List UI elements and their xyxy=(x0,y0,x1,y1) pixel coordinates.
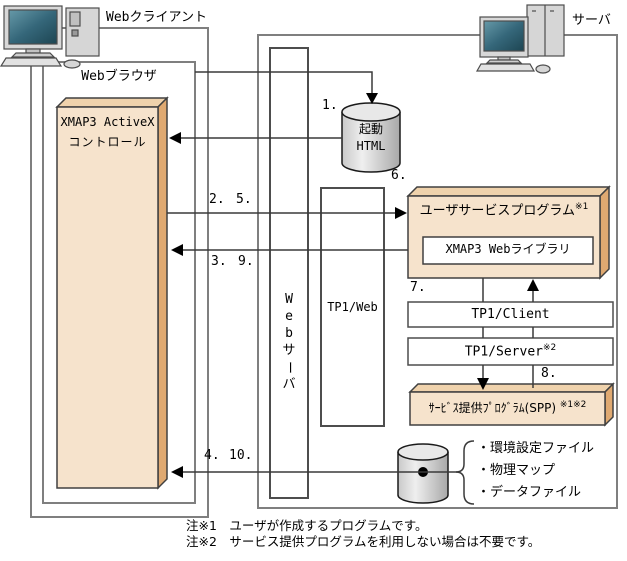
file-list-brace xyxy=(455,440,475,505)
arrowhead-down-spp xyxy=(477,378,489,390)
user-service-program-box xyxy=(406,185,611,280)
client-computer-icon xyxy=(0,5,100,69)
webserver-box xyxy=(269,47,309,499)
arrowhead-up-usp xyxy=(527,279,539,291)
step-8: 8. xyxy=(541,366,557,381)
file-list-item: ・物理マップ xyxy=(477,463,556,478)
step-7: 7. xyxy=(410,280,426,295)
tp1web-box xyxy=(320,187,385,427)
tp1server-label: TP1/Server※2 xyxy=(408,344,613,360)
footnote-1: 注※1 ユーザが作成するプログラムです。 xyxy=(186,518,428,533)
step-10: 10. xyxy=(229,448,253,463)
webserver-char: W xyxy=(285,292,293,307)
startup-html-label: 起動 HTML xyxy=(342,122,400,154)
file-list-item: ・環境設定ファイル xyxy=(477,441,595,456)
tp1server-label-text: TP1/Server xyxy=(464,344,543,360)
step-5: 5. xyxy=(236,192,252,207)
file-list: ・環境設定ファイル ・物理マップ ・データファイル xyxy=(477,438,594,504)
webserver-char: ー xyxy=(281,360,297,374)
webserver-char: サ xyxy=(282,343,296,358)
spp-label-text: ｻｰﾋﾞｽ提供ﾌﾟﾛｸﾞﾗﾑ(SPP) xyxy=(428,401,557,415)
footnote-2: 注※2 サービス提供プログラムを利用しない場合は不要です。 xyxy=(186,534,541,549)
tp1client-box xyxy=(407,301,614,328)
step-9: 9. xyxy=(238,254,254,269)
arrowhead-left-activex-1 xyxy=(169,132,181,144)
startup-html-line2: HTML xyxy=(356,138,386,153)
usp-note-ref: ※1 xyxy=(575,202,589,212)
arrowhead-down-startup-html xyxy=(366,93,378,104)
tp1server-note-ref: ※2 xyxy=(543,343,557,353)
tp1web-label: TP1/Web xyxy=(327,300,378,314)
client-title: Webクライアント xyxy=(106,10,207,25)
xmap3-web-library-box xyxy=(422,236,594,265)
activex-label: XMAP3 ActiveX コントロール xyxy=(57,115,158,150)
library-label: XMAP3 Webライブラリ xyxy=(445,242,571,256)
line-browser-to-startup-html xyxy=(195,71,373,95)
server-computer-icon xyxy=(475,4,565,74)
usp-label: ユーザサービスプログラム※1 xyxy=(408,203,600,219)
spp-note-ref: ※1※2 xyxy=(559,400,587,410)
spp-box xyxy=(408,382,615,427)
webserver-vertical-label: W e b サ ー バ xyxy=(270,291,308,393)
startup-html-cylinder xyxy=(341,102,401,173)
step-3: 3. xyxy=(211,254,227,269)
arrowhead-left-activex-4 xyxy=(171,466,183,478)
webserver-char: e xyxy=(285,309,293,324)
activex-label-line1: XMAP3 ActiveX xyxy=(60,115,155,129)
step-4: 4. xyxy=(204,448,220,463)
tp1client-label: TP1/Client xyxy=(471,307,550,322)
server-title: サーバ xyxy=(572,13,611,28)
startup-html-line1: 起動 xyxy=(358,122,383,136)
tp1server-box xyxy=(407,337,614,366)
browser-label: Webブラウザ xyxy=(81,69,157,84)
step-1: 1. xyxy=(322,98,338,113)
step-6: 6. xyxy=(391,168,407,183)
arrowhead-left-activex-3 xyxy=(171,244,183,256)
step-2: 2. xyxy=(209,192,225,207)
arrowhead-right-usp xyxy=(395,207,407,219)
activex-box xyxy=(55,96,169,490)
file-list-item: ・データファイル xyxy=(477,485,582,500)
spp-label: ｻｰﾋﾞｽ提供ﾌﾟﾛｸﾞﾗﾑ(SPP) ※1※2 xyxy=(410,401,605,416)
webserver-char: バ xyxy=(282,377,296,392)
activex-label-line2: コントロール xyxy=(68,134,147,149)
webserver-char: b xyxy=(285,326,293,341)
data-files-cylinder xyxy=(397,443,449,504)
usp-label-text: ユーザサービスプログラム xyxy=(419,203,576,219)
